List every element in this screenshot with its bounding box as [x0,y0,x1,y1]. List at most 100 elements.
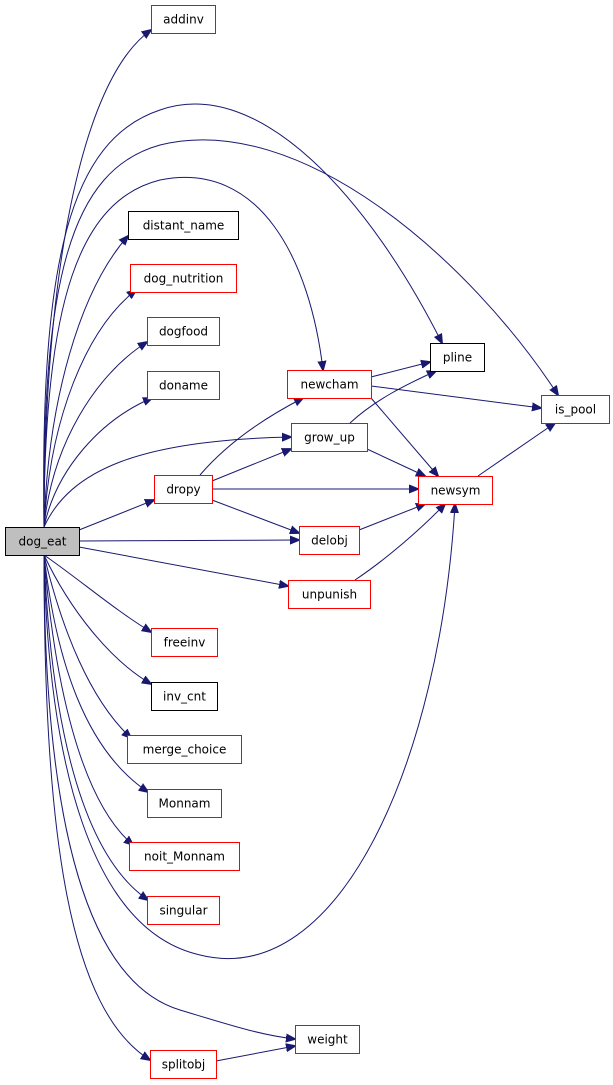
edge-dog_eat-to-dog_nutrition [43,290,136,528]
node-label-delobj: delobj [311,534,348,548]
node-unpunish[interactable]: unpunish [288,580,371,609]
node-box-weight[interactable] [295,1025,360,1054]
edge-dog_eat-to-newcham [43,177,323,528]
node-box-is_pool[interactable] [541,395,610,424]
edge-dog_eat-to-splitobj [43,554,150,1060]
node-box-dog_nutrition[interactable] [130,264,237,293]
edge-newcham-to-is_pool [370,385,541,408]
edge-grow_up-to-newsym [366,448,425,476]
edge-grow_up-to-pline [349,371,436,424]
node-box-dog_eat[interactable] [5,527,80,556]
node-label-Monnam: Monnam [159,797,211,811]
node-label-dogfood: dogfood [159,325,208,339]
node-label-singular: singular [159,904,207,918]
edge-dog_eat-to-newsym [43,504,455,959]
node-newcham[interactable]: newcham [287,370,372,399]
edge-newcham-to-pline [370,362,430,378]
node-label-unpunish: unpunish [302,588,357,602]
node-newsym[interactable]: newsym [418,476,493,505]
edge-dog_eat-to-unpunish [78,546,288,586]
node-singular[interactable]: singular [147,896,220,925]
nodes-layer: dog_eat addinv distant_name dog_nutritiondo… [5,5,610,1079]
node-box-dogfood[interactable] [147,317,220,346]
node-is_pool[interactable]: is_pool [541,395,610,424]
edge-dog_eat-to-pline [43,103,442,528]
node-freeinv[interactable]: freeinv [151,628,218,657]
node-box-dropy[interactable] [154,475,213,504]
node-label-is_pool: is_pool [555,403,596,417]
edge-dog_eat-to-noit_Monnam [43,554,133,845]
node-delobj[interactable]: delobj [299,526,360,555]
node-label-dog_eat: dog_eat [18,535,66,549]
node-label-freeinv: freeinv [164,636,206,650]
edge-dog_eat-to-is_pool [43,139,558,528]
node-addinv[interactable]: addinv [151,5,216,34]
node-label-dropy: dropy [166,483,200,497]
node-grow_up[interactable]: grow_up [291,423,368,452]
edge-dropy-to-grow_up [211,449,291,482]
node-label-weight: weight [307,1033,348,1047]
edge-dog_eat-to-singular [43,554,148,900]
node-label-newcham: newcham [300,378,358,392]
node-box-doname[interactable] [147,371,220,400]
node-label-pline: pline [443,351,472,365]
node-box-unpunish[interactable] [288,580,371,609]
node-label-merge_choice: merge_choice [143,743,227,757]
edge-dog_eat-to-dropy [78,500,154,531]
node-box-freeinv[interactable] [151,628,218,657]
node-merge_choice[interactable]: merge_choice [127,735,242,764]
edge-dog_eat-to-addinv [43,30,151,528]
node-dog_eat[interactable]: dog_eat [5,527,80,556]
node-box-grow_up[interactable] [291,423,368,452]
node-dogfood[interactable]: dogfood [147,317,220,346]
node-label-splitobj: splitobj [162,1058,206,1072]
node-box-distant_name[interactable] [128,211,239,240]
node-box-splitobj[interactable] [150,1050,217,1079]
edges-layer [43,30,558,1062]
node-label-doname: doname [159,379,208,393]
node-label-distant_name: distant_name [143,219,225,233]
node-distant_name[interactable]: distant_name [128,211,239,240]
node-Monnam[interactable]: Monnam [147,789,222,818]
node-label-grow_up: grow_up [304,431,355,445]
edge-dog_eat-to-dogfood [43,342,147,528]
edge-dog_eat-to-delobj [78,540,299,541]
edge-dog_eat-to-grow_up [43,437,291,528]
edge-newcham-to-newsym [370,397,438,476]
node-box-newcham[interactable] [287,370,372,399]
edge-dog_eat-to-weight [43,554,295,1039]
edge-dog_eat-to-inv_cnt [43,554,151,684]
node-box-newsym[interactable] [418,476,493,505]
node-label-noit_Monnam: noit_Monnam [144,850,225,864]
edge-dropy-to-newcham [199,398,303,476]
edge-delobj-to-newsym [358,504,425,531]
node-box-pline[interactable] [430,343,485,372]
edge-dog_eat-to-doname [43,398,152,528]
node-pline[interactable]: pline [430,343,485,372]
node-dropy[interactable]: dropy [154,475,213,504]
edge-dog_eat-to-merge_choice [43,554,131,738]
edge-newsym-to-is_pool [477,423,555,477]
edge-unpunish-to-newsym [354,504,445,581]
node-box-merge_choice[interactable] [127,735,242,764]
node-box-Monnam[interactable] [147,789,222,818]
node-doname[interactable]: doname [147,371,220,400]
node-weight[interactable]: weight [295,1025,360,1054]
node-inv_cnt[interactable]: inv_cnt [151,682,218,711]
node-dog_nutrition[interactable]: dog_nutrition [130,264,237,293]
edge-dog_eat-to-freeinv [43,554,151,632]
node-box-addinv[interactable] [151,5,216,34]
node-box-inv_cnt[interactable] [151,682,218,711]
edge-dog_eat-to-distant_name [43,236,128,528]
node-box-singular[interactable] [147,896,220,925]
node-label-addinv: addinv [163,13,204,27]
node-label-inv_cnt: inv_cnt [163,690,206,704]
edge-dropy-to-delobj [211,499,299,533]
node-box-noit_Monnam[interactable] [129,842,240,871]
node-label-dog_nutrition: dog_nutrition [144,272,224,286]
node-label-newsym: newsym [431,484,481,498]
edge-splitobj-to-weight [215,1046,295,1062]
node-splitobj[interactable]: splitobj [150,1050,217,1079]
node-noit_Monnam[interactable]: noit_Monnam [129,842,240,871]
node-box-delobj[interactable] [299,526,360,555]
